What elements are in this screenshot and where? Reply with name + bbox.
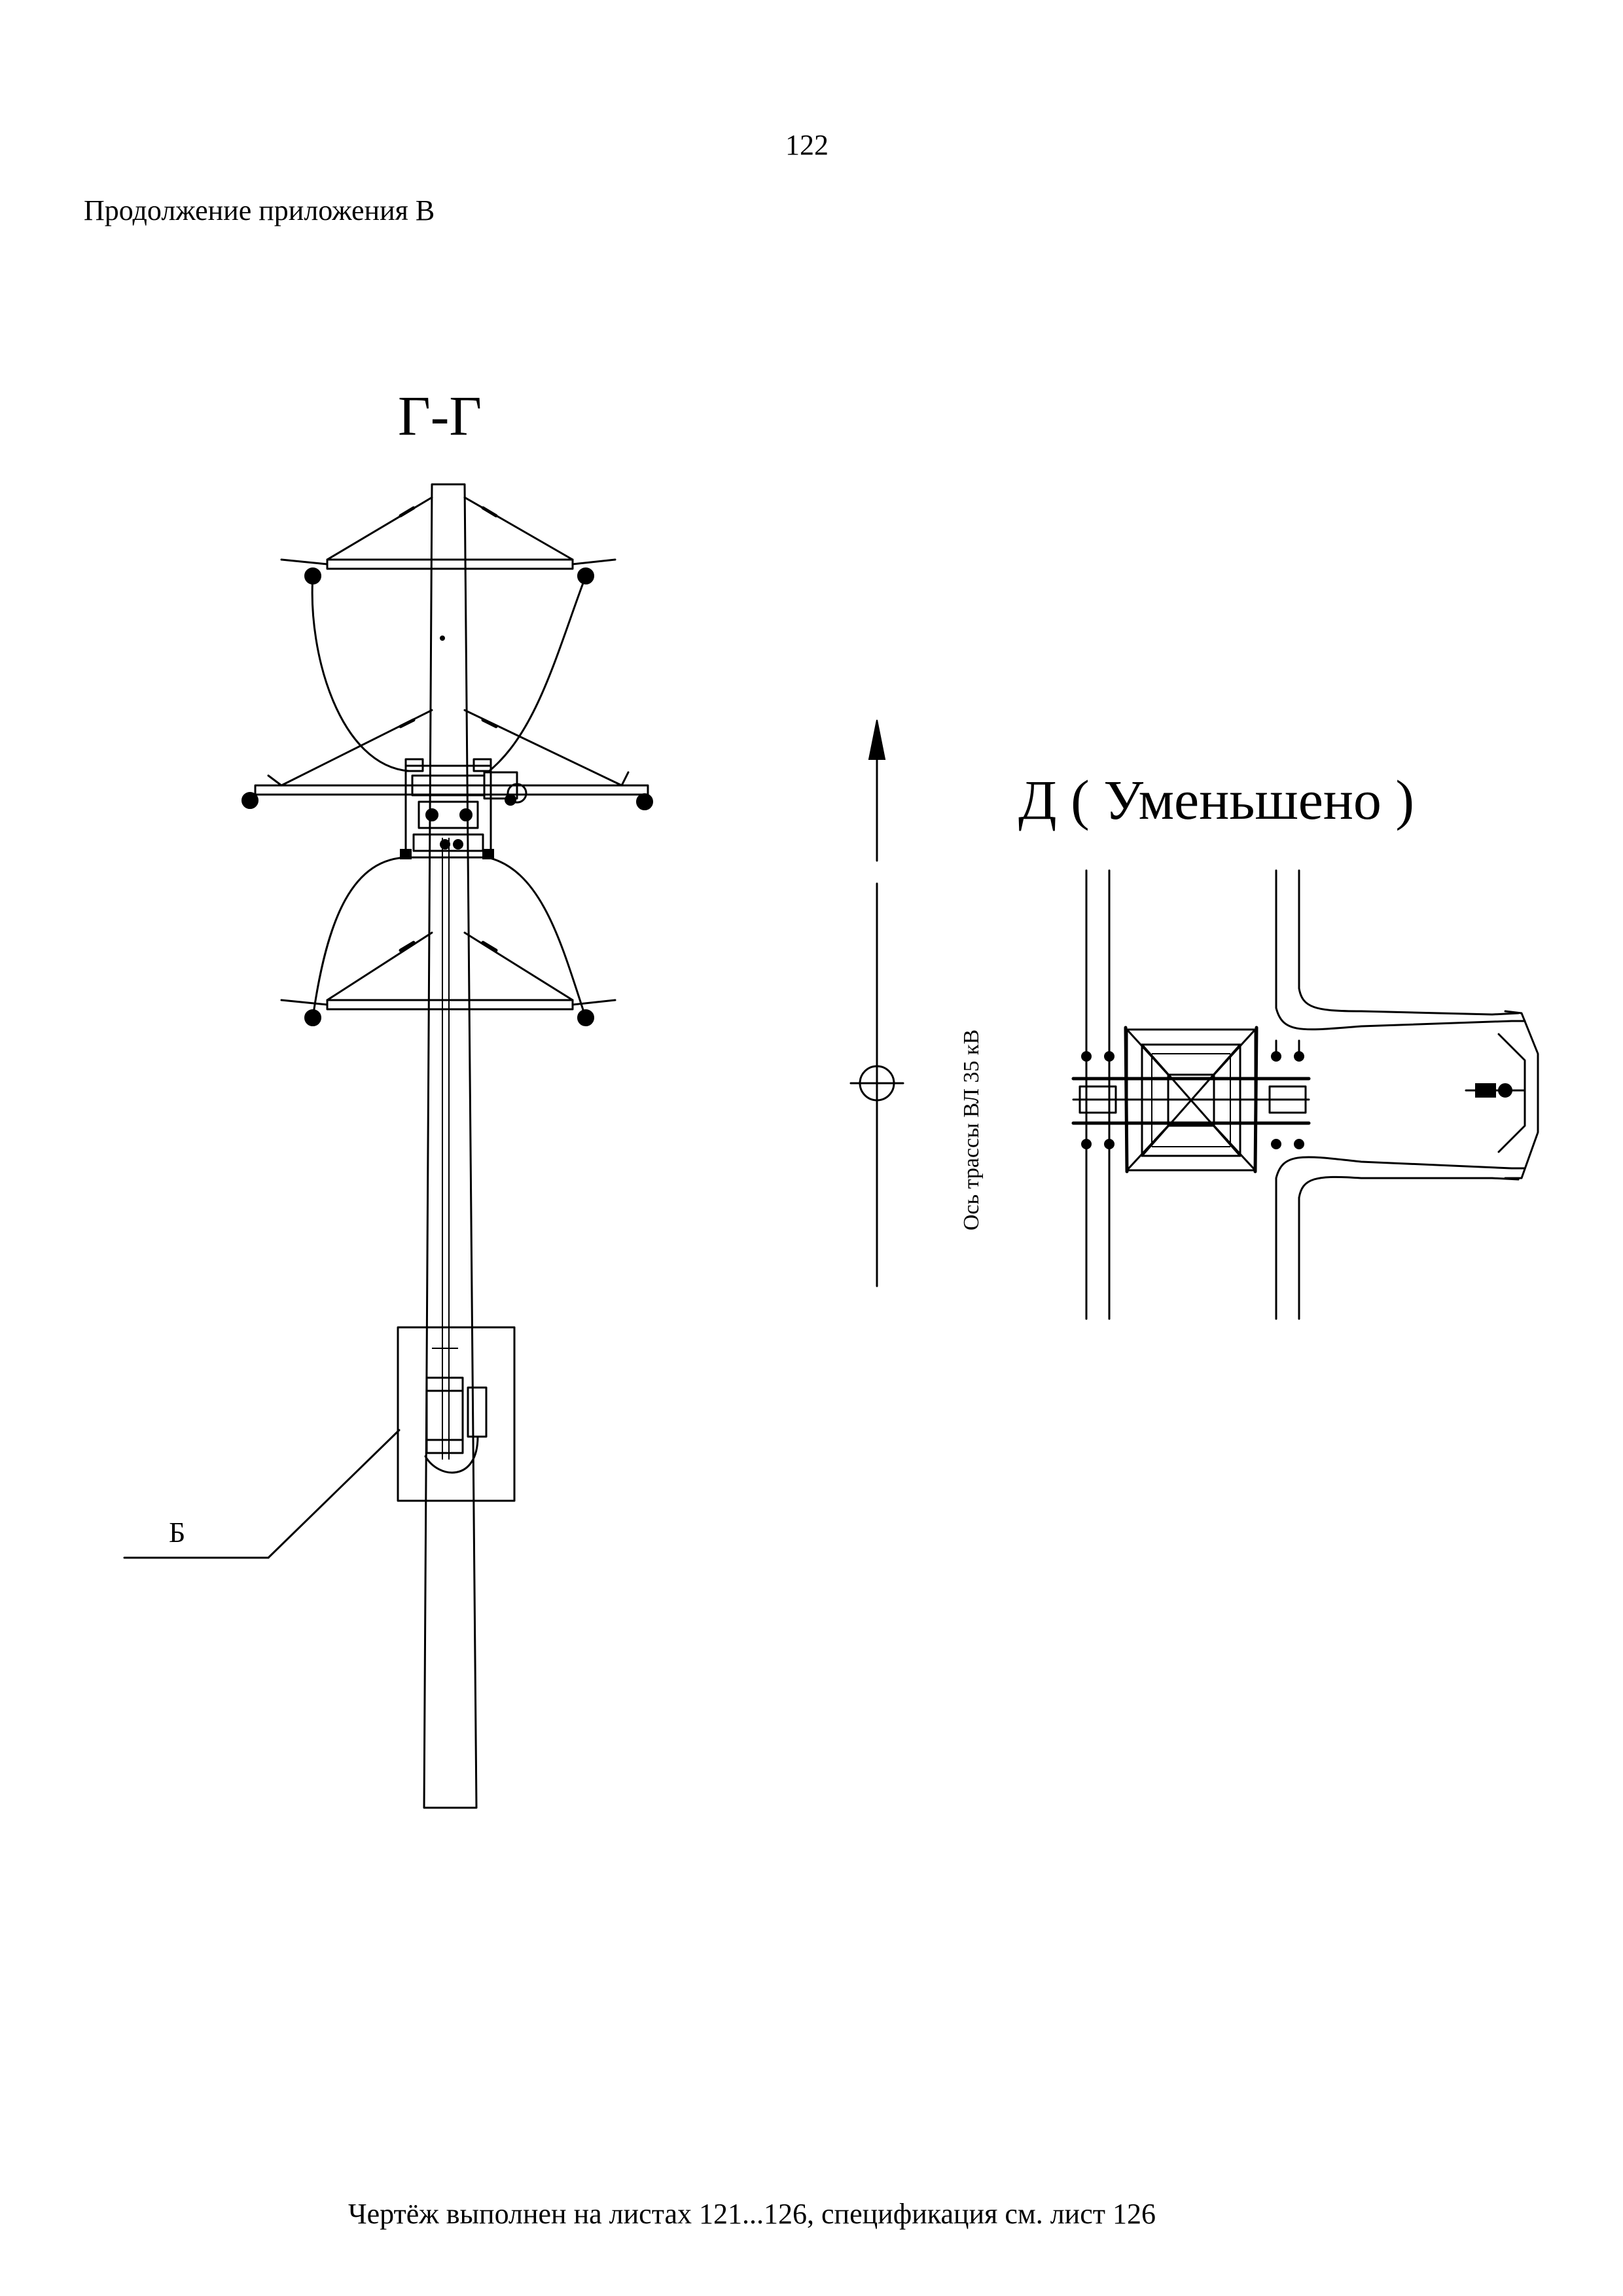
arrow-head-icon <box>868 719 886 760</box>
pole-body <box>423 483 478 1809</box>
appendix-title: Продолжение приложения В <box>84 194 435 226</box>
crossarms-plan <box>1071 1039 1311 1149</box>
insulator-middle-left <box>241 792 259 809</box>
crossarm-top <box>280 496 616 570</box>
insulator-middle-right <box>636 793 653 810</box>
crossarm-bottom <box>280 931 616 1011</box>
callout-leader-b <box>123 1429 401 1559</box>
view-d-plan <box>1071 869 1539 1320</box>
footer-note: Чертёж выполнен на листах 121...126, спе… <box>348 2198 1156 2230</box>
pole-elevation <box>123 483 653 1809</box>
end-device <box>1465 1010 1539 1179</box>
route-axis-arrow <box>849 719 904 1287</box>
pole-cabinet <box>397 1326 516 1502</box>
switch-assembly <box>400 758 527 859</box>
view-d-title: Д ( Уменьшено ) <box>1018 768 1415 831</box>
view-g-title: Г-Г <box>398 384 482 447</box>
page-number: 122 <box>785 129 829 161</box>
callout-label-b: Б <box>169 1516 186 1549</box>
crossarm-middle <box>254 709 649 796</box>
conductor-loops <box>311 575 587 1019</box>
